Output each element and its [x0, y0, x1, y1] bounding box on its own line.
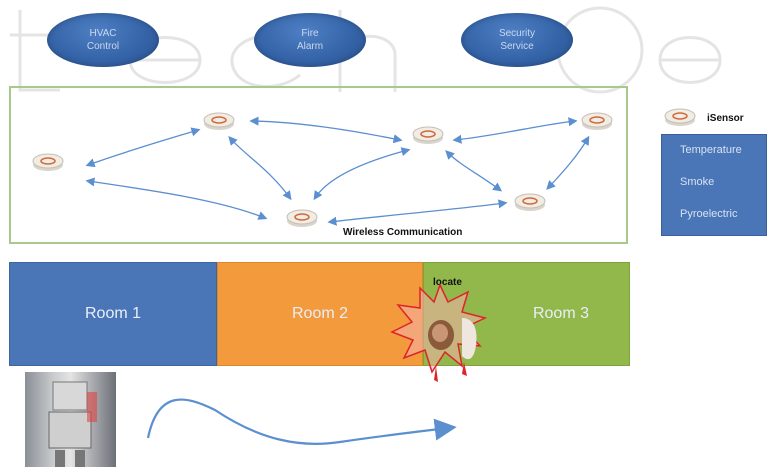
room-2-label: Room 2 [291, 305, 349, 322]
wireless-network-box [9, 86, 628, 244]
legend-item-temperature: Temperature [680, 144, 742, 156]
link-s3-s6 [445, 150, 503, 192]
link-s6-s4 [546, 135, 590, 190]
link-s2-s5 [228, 136, 292, 201]
sensor-type-legend: Temperature Smoke Pyroelectric [661, 134, 767, 236]
hvac-control-node: HVAC Control [47, 13, 159, 67]
fire-alarm-node: Fire Alarm [254, 13, 366, 67]
link-s1-s5 [85, 177, 268, 220]
alert-drip-icon [434, 362, 467, 382]
locate-label: locate [433, 277, 462, 288]
room-2: Room 2 [217, 262, 423, 366]
security-service-node: Security Service [461, 13, 573, 67]
room-1-label: Room 1 [84, 305, 142, 322]
link-s5-s3 [313, 147, 411, 201]
link-s1-s2 [85, 127, 201, 168]
security-service-label: Security Service [498, 28, 536, 52]
hvac-control-label: HVAC Control [86, 28, 120, 52]
service-robot-image [25, 372, 116, 467]
room-1: Room 1 [9, 262, 217, 366]
legend-sensor-label: iSensor [707, 113, 744, 124]
fire-alarm-label: Fire Alarm [296, 28, 324, 52]
room-3-label: Room 3 [532, 305, 589, 322]
link-s2-s3 [249, 116, 403, 144]
wireless-communication-label: Wireless Communication [343, 227, 463, 238]
link-s5-s6 [327, 199, 508, 226]
person-icon [428, 318, 477, 360]
legend-item-smoke: Smoke [680, 176, 715, 188]
legend-item-pyroelectric: Pyroelectric [680, 208, 738, 220]
link-s3-s4 [452, 117, 578, 144]
